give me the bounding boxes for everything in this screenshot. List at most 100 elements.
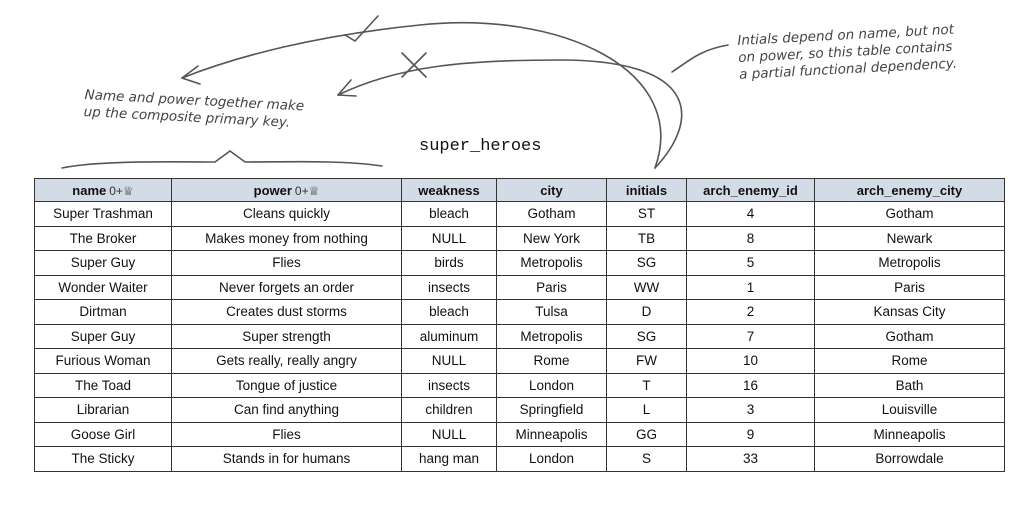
table-cell-city: Metropolis — [496, 323, 607, 349]
table-cell-power: Flies — [171, 421, 402, 447]
table-cell-power: Flies — [171, 250, 402, 276]
table-cell-arch-enemy-city: Metropolis — [814, 250, 1005, 276]
table-cell-power: Never forgets an order — [171, 274, 402, 300]
table-cell-arch-enemy-city: Louisville — [814, 397, 1005, 423]
table-cell-arch-enemy-id: 8 — [686, 225, 815, 251]
table-cell-name: Super Guy — [34, 323, 172, 349]
table-cell-arch-enemy-id: 10 — [686, 348, 815, 374]
table-cell-arch-enemy-city: Paris — [814, 274, 1005, 300]
table-cell-power: Tongue of justice — [171, 372, 402, 398]
column-header-arch-enemy-city: arch_enemy_city — [814, 178, 1005, 202]
table-cell-power: Can find anything — [171, 397, 402, 423]
table-cell-name: Wonder Waiter — [34, 274, 172, 300]
table-cell-name: Goose Girl — [34, 421, 172, 447]
column-header-city: city — [496, 178, 607, 202]
table-cell-initials: S — [606, 446, 687, 472]
arrow-to-power-head — [337, 79, 357, 97]
table-cell-city: Metropolis — [496, 250, 607, 276]
table-cell-power: Stands in for humans — [171, 446, 402, 472]
column-header-initials: initials — [606, 178, 687, 202]
table-cell-power: Makes money from nothing — [171, 225, 402, 251]
table-cell-city: London — [496, 372, 607, 398]
table-cell-arch-enemy-city: Kansas City — [814, 299, 1005, 325]
table-cell-arch-enemy-id: 16 — [686, 372, 815, 398]
table-cell-arch-enemy-city: Rome — [814, 348, 1005, 374]
table-cell-arch-enemy-city: Gotham — [814, 323, 1005, 349]
table-cell-weakness: aluminum — [401, 323, 497, 349]
table-cell-city: Gotham — [496, 201, 607, 227]
table-cell-weakness: bleach — [401, 201, 497, 227]
primary-key-icon: 0+♕ — [294, 183, 320, 198]
table-cell-city: Springfield — [496, 397, 607, 423]
arrow-to-name — [181, 21, 662, 169]
table-cell-power: Gets really, really angry — [171, 348, 402, 374]
table-cell-city: Tulsa — [496, 299, 607, 325]
table-cell-weakness: birds — [401, 250, 497, 276]
table-cell-arch-enemy-id: 3 — [686, 397, 815, 423]
table-cell-arch-enemy-city: Gotham — [814, 201, 1005, 227]
arrow-to-name-head — [181, 65, 201, 85]
table-cell-city: London — [496, 446, 607, 472]
table-cell-name: Super Trashman — [34, 201, 172, 227]
table-cell-arch-enemy-id: 4 — [686, 201, 815, 227]
table-cell-initials: FW — [606, 348, 687, 374]
table-cell-city: Minneapolis — [496, 421, 607, 447]
table-cell-name: The Toad — [34, 372, 172, 398]
composite-key-brace — [61, 150, 383, 169]
table-cell-weakness: insects — [401, 274, 497, 300]
table-cell-arch-enemy-id: 1 — [686, 274, 815, 300]
column-header-arch-enemy-id: arch_enemy_id — [686, 178, 815, 202]
table-cell-arch-enemy-id: 2 — [686, 299, 815, 325]
table-cell-initials: SG — [606, 250, 687, 276]
table-cell-initials: L — [606, 397, 687, 423]
table-cell-weakness: insects — [401, 372, 497, 398]
table-cell-arch-enemy-city: Bath — [814, 372, 1005, 398]
table-cell-name: The Sticky — [34, 446, 172, 472]
table-cell-arch-enemy-id: 33 — [686, 446, 815, 472]
table-cell-arch-enemy-id: 5 — [686, 250, 815, 276]
table-cell-weakness: hang man — [401, 446, 497, 472]
table-cell-power: Creates dust storms — [171, 299, 402, 325]
table-cell-initials: TB — [606, 225, 687, 251]
table-cell-city: Rome — [496, 348, 607, 374]
table-cell-name: Super Guy — [34, 250, 172, 276]
table-cell-name: Librarian — [34, 397, 172, 423]
table-cell-initials: T — [606, 372, 687, 398]
table-cell-initials: D — [606, 299, 687, 325]
table-cell-weakness: NULL — [401, 225, 497, 251]
table-cell-arch-enemy-city: Minneapolis — [814, 421, 1005, 447]
table-cell-weakness: NULL — [401, 348, 497, 374]
table-cell-name: The Broker — [34, 225, 172, 251]
note-pointer — [671, 44, 729, 73]
table-cell-city: New York — [496, 225, 607, 251]
table-cell-initials: GG — [606, 421, 687, 447]
table-cell-name: Dirtman — [34, 299, 172, 325]
primary-key-icon: 0+♕ — [109, 183, 134, 198]
table-cell-name: Furious Woman — [34, 348, 172, 374]
table-cell-initials: ST — [606, 201, 687, 227]
table-cell-initials: WW — [606, 274, 687, 300]
arrow-to-power — [337, 59, 683, 169]
check-mark-icon — [344, 15, 379, 43]
table-cell-weakness: bleach — [401, 299, 497, 325]
table-cell-arch-enemy-id: 9 — [686, 421, 815, 447]
table-cell-city: Paris — [496, 274, 607, 300]
table-cell-arch-enemy-city: Newark — [814, 225, 1005, 251]
column-header-weakness: weakness — [401, 178, 497, 202]
